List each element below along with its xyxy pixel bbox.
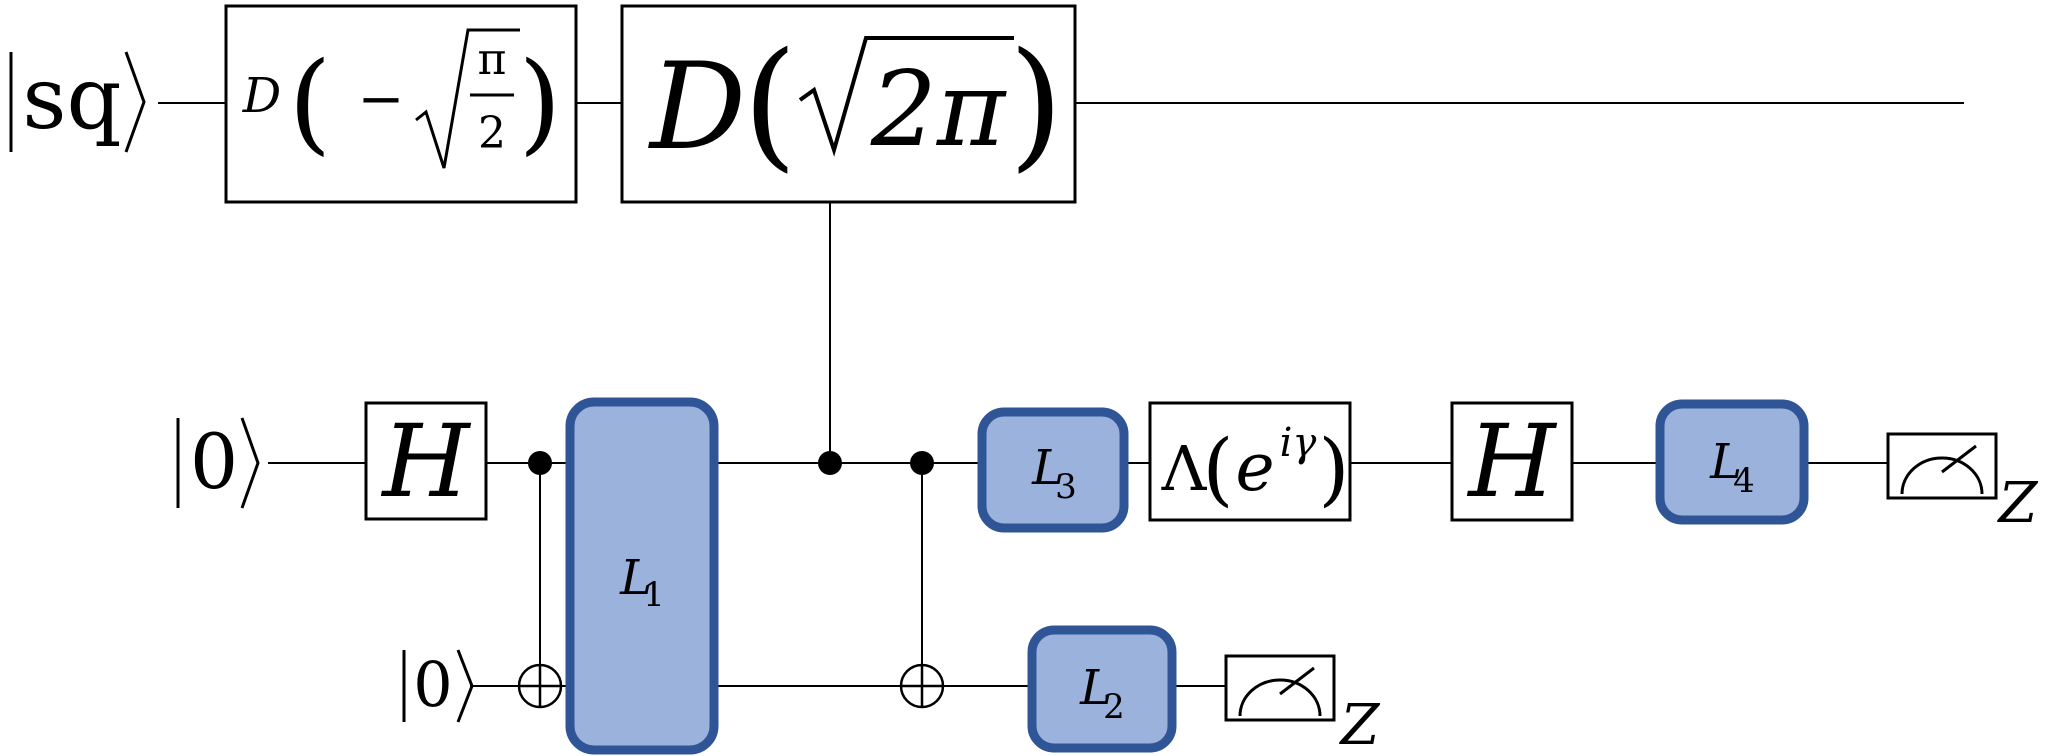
d1-prefix: D bbox=[242, 68, 281, 124]
d1-fraction-numerator: π bbox=[478, 34, 507, 85]
logical-gate-l4: L 4 bbox=[1655, 399, 1809, 525]
cnot-control-dot-1 bbox=[528, 451, 552, 475]
l4-subscript: 4 bbox=[1733, 461, 1755, 501]
h2-label: H bbox=[1466, 403, 1557, 520]
ket-sq: sq bbox=[9, 49, 146, 153]
lambda-symbol: Λ bbox=[1161, 432, 1208, 505]
logical-gate-l1: L 1 bbox=[565, 397, 719, 755]
cnot-control-dot-2 bbox=[910, 451, 934, 475]
d1-open-paren: ( bbox=[289, 38, 332, 166]
lambda-open-paren: ( bbox=[1202, 422, 1233, 515]
cnot-target-1 bbox=[517, 663, 563, 709]
l4-letter: L bbox=[1709, 434, 1742, 490]
logical-gate-l3: L 3 bbox=[977, 407, 1129, 533]
d2-radical bbox=[798, 36, 1014, 157]
cnot-target-2 bbox=[899, 663, 945, 709]
displacement-control-dot bbox=[818, 451, 842, 475]
measurement-basis-bottom: Z bbox=[1339, 693, 1381, 756]
lambda-close-paren: ) bbox=[1318, 422, 1349, 515]
ket-zero-bottom-label: 0 bbox=[413, 648, 452, 721]
lambda-base: e bbox=[1235, 429, 1274, 506]
measurement-meter-middle bbox=[1886, 432, 1998, 500]
l1-letter: L bbox=[619, 550, 652, 606]
d2-close-paren: ) bbox=[1009, 23, 1064, 186]
hadamard-gate-2: H bbox=[1450, 401, 1574, 522]
displacement-gate-1: D ( − π 2 ) bbox=[224, 4, 578, 204]
d1-close-paren: ) bbox=[519, 38, 562, 166]
d1-minus: − bbox=[358, 67, 405, 132]
measurement-basis-middle: Z bbox=[1997, 471, 2039, 536]
ket-zero-middle-label: 0 bbox=[190, 417, 238, 506]
displacement-gate-2: D ( 2π ) bbox=[620, 4, 1077, 204]
l3-letter: L bbox=[1031, 440, 1064, 496]
lambda-exponent: iγ bbox=[1280, 420, 1317, 466]
d2-open-paren: ( bbox=[743, 23, 798, 186]
ket-sq-label: sq bbox=[22, 49, 121, 149]
h1-label: H bbox=[380, 403, 471, 520]
d1-radical bbox=[415, 28, 520, 169]
l2-letter: L bbox=[1079, 660, 1112, 716]
hadamard-gate-1: H bbox=[364, 401, 488, 521]
l2-subscript: 2 bbox=[1103, 687, 1125, 727]
d1-fraction-denominator: 2 bbox=[478, 108, 506, 159]
measurement-meter-bottom bbox=[1224, 654, 1336, 722]
d2-radicand: 2π bbox=[870, 48, 1007, 170]
logical-gate-l2: L 2 bbox=[1027, 625, 1177, 753]
l1-subscript: 1 bbox=[643, 575, 665, 615]
ket-zero-bottom: 0 bbox=[402, 648, 474, 723]
d2-prefix: D bbox=[648, 38, 746, 177]
ket-zero-middle: 0 bbox=[176, 417, 260, 509]
lambda-phase-gate: Λ ( e iγ ) bbox=[1148, 401, 1352, 522]
l3-subscript: 3 bbox=[1055, 467, 1077, 507]
